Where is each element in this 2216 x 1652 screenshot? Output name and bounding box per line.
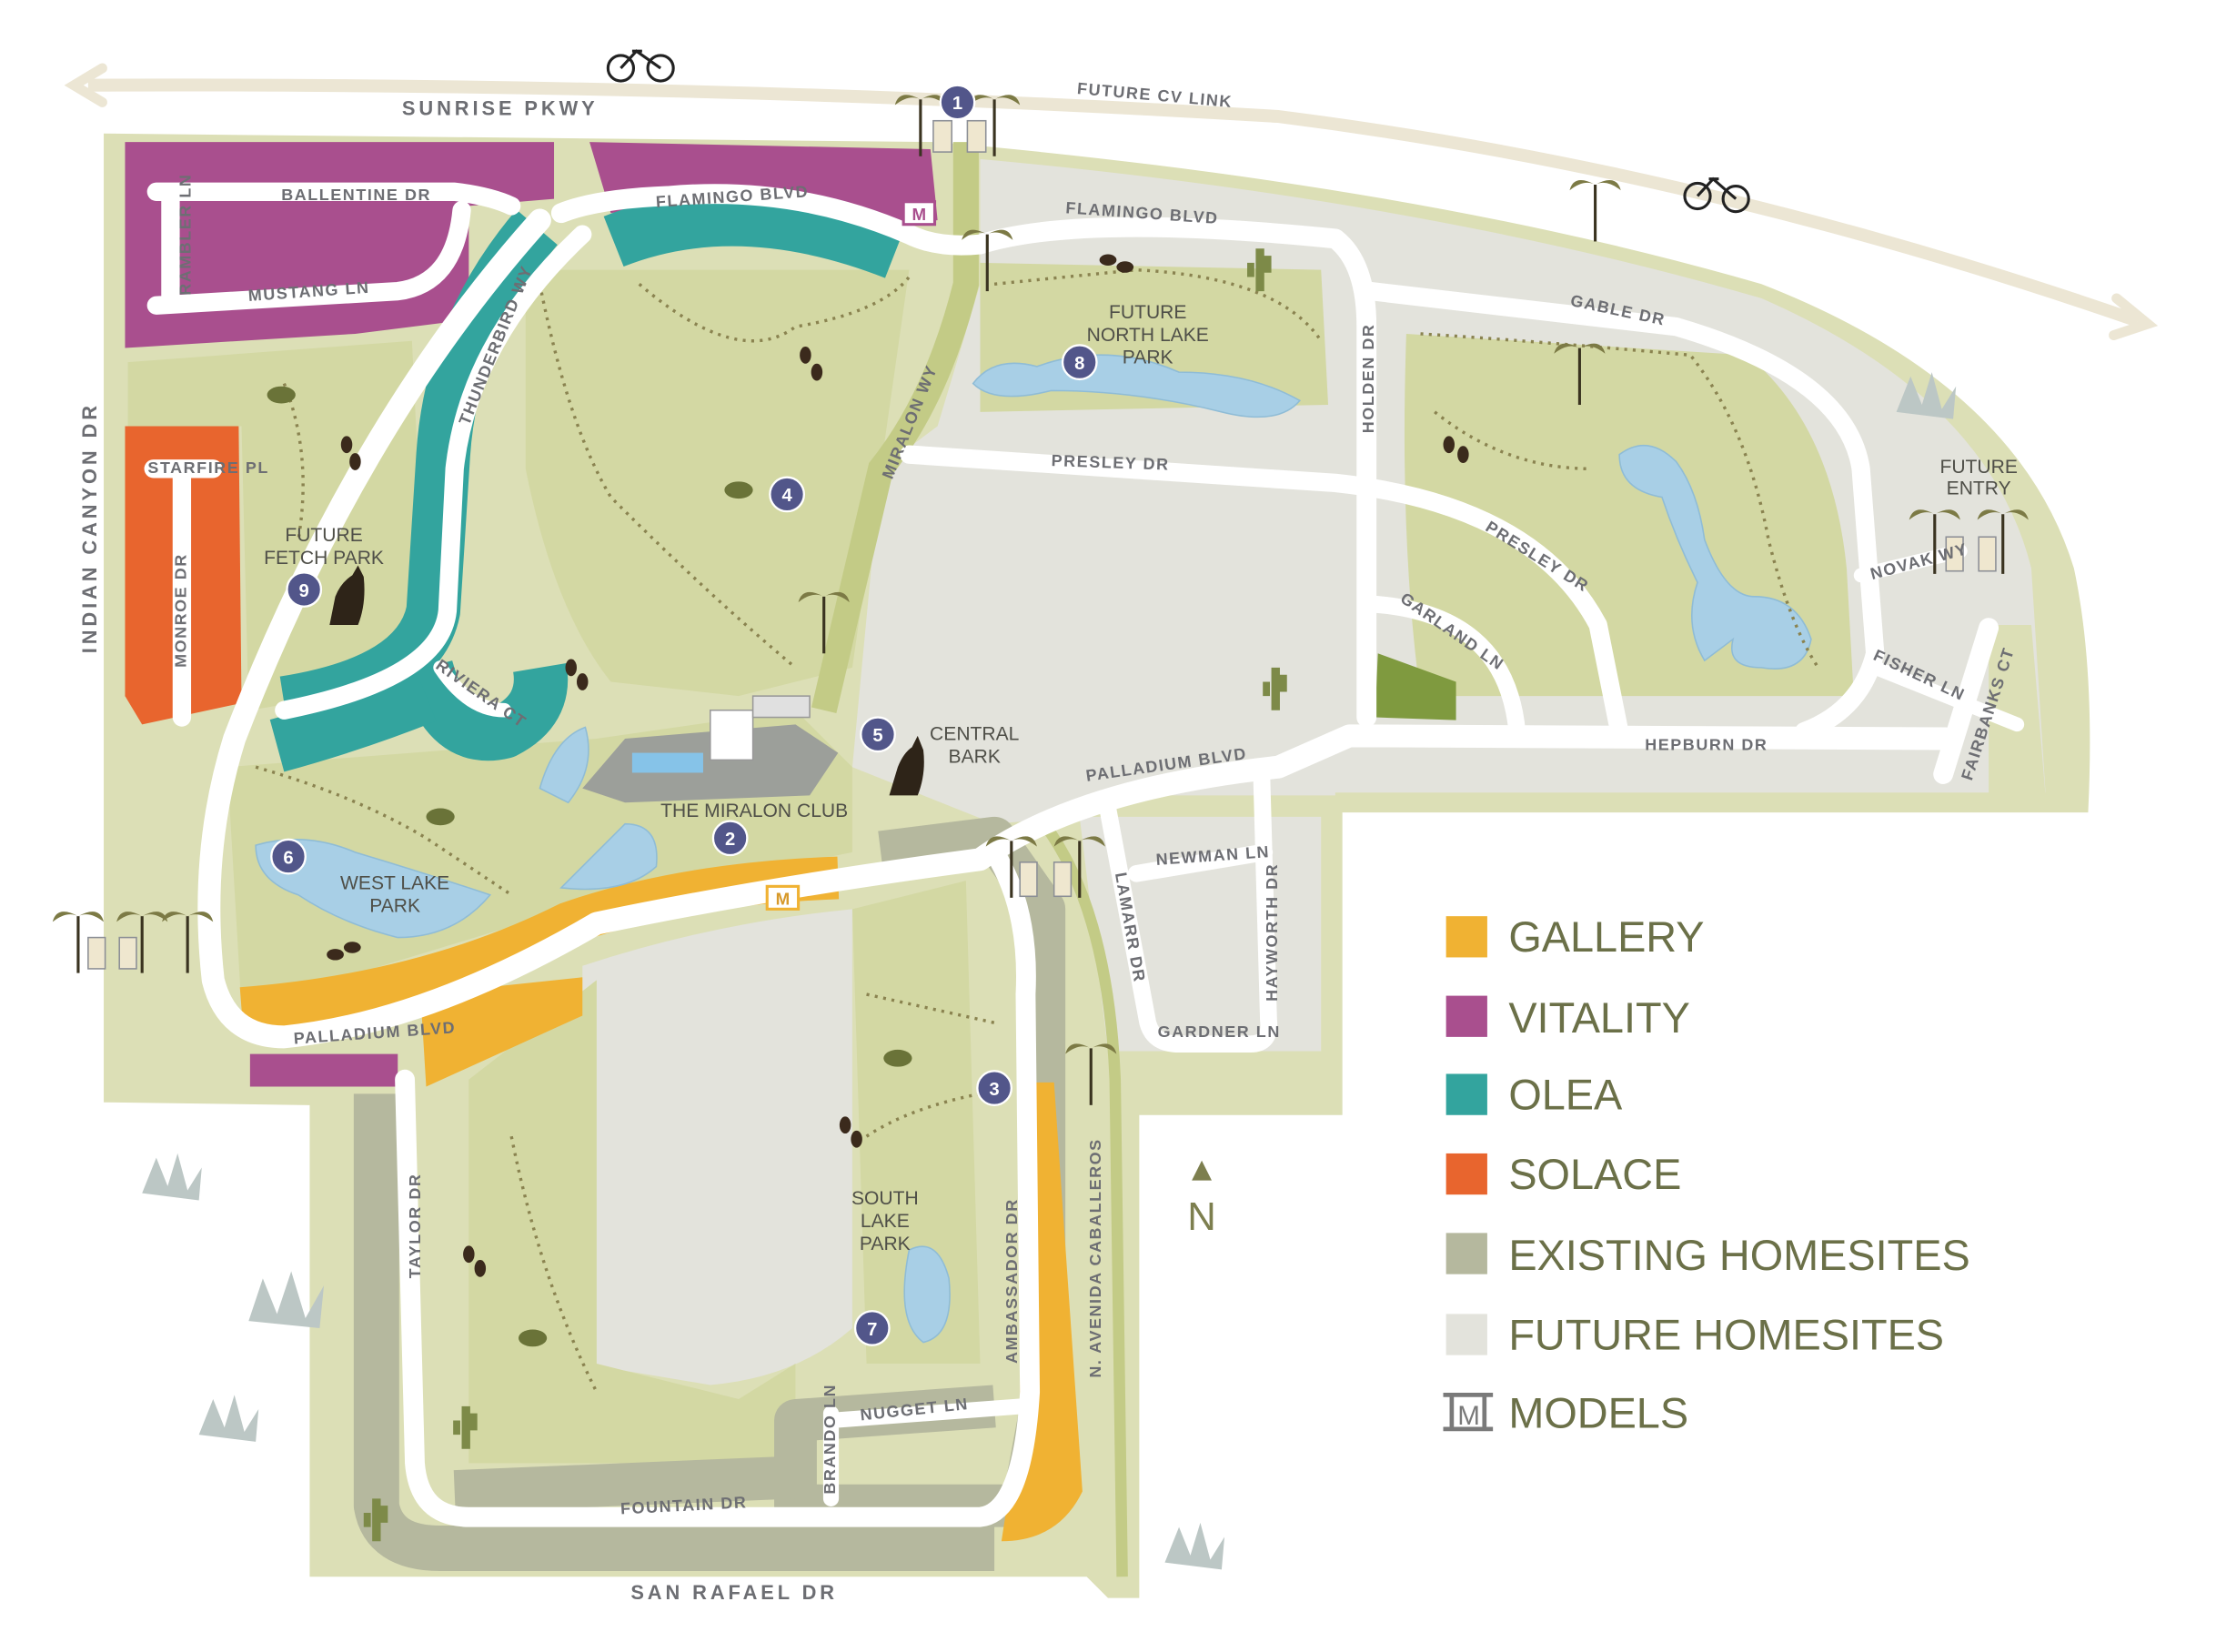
street-label: HEPBURN DR <box>1645 735 1768 753</box>
map-marker-8[interactable]: 8 <box>1061 344 1098 381</box>
svg-text:OLEA: OLEA <box>1508 1072 1623 1119</box>
south-lake-park-label: SOUTH <box>851 1188 919 1209</box>
palm-tree-icon <box>52 95 2029 1105</box>
lakes <box>255 354 1812 1344</box>
svg-text:M: M <box>912 205 927 224</box>
avenida-greenway <box>1039 820 1128 1577</box>
svg-text:7: 7 <box>867 1320 877 1340</box>
fetch-park-label: FETCH PARK <box>264 548 384 569</box>
svg-text:8: 8 <box>1074 354 1084 374</box>
street-label: MONROE DR <box>172 553 190 668</box>
olive-branch-icon <box>267 386 912 1347</box>
model-icon: M <box>1443 1393 1494 1432</box>
future-cv-link-path <box>64 63 2159 340</box>
street-label: TAYLOR DR <box>406 1174 424 1279</box>
svg-text:MODELS: MODELS <box>1508 1389 1688 1436</box>
svg-text:FUTURE HOMESITES: FUTURE HOMESITES <box>1508 1311 1944 1358</box>
street-label: HAYWORTH DR <box>1263 863 1281 1002</box>
map-marker-6[interactable]: 6 <box>270 838 307 875</box>
central-bark-label: CENTRAL <box>930 724 1020 745</box>
svg-text:4: 4 <box>781 486 792 506</box>
map-marker-9[interactable]: 9 <box>286 571 323 608</box>
north-arrow-icon <box>1192 1160 1212 1181</box>
fetch-park-label: FUTURE <box>285 525 362 546</box>
street-label: SAN RAFAEL DR <box>630 1581 838 1604</box>
svg-text:5: 5 <box>872 726 882 746</box>
map-markers: 1 2 3 4 5 6 7 8 9 <box>270 84 1098 1346</box>
svg-text:3: 3 <box>989 1080 999 1100</box>
map-marker-4[interactable]: 4 <box>769 476 806 513</box>
legend: GALLERY VITALITY OLEA SOLACE EXISTING HO… <box>1443 913 1970 1436</box>
map-marker-1[interactable]: 1 <box>939 84 976 121</box>
future-entry-label: ENTRY <box>1947 478 2011 499</box>
svg-text:EXISTING HOMESITES: EXISTING HOMESITES <box>1508 1232 1969 1279</box>
svg-text:M: M <box>776 890 791 909</box>
street-label: INDIAN CANYON DR <box>78 402 101 653</box>
footprints-icon <box>327 254 1469 1277</box>
dog-icon <box>329 565 924 796</box>
agave-icon <box>142 372 1957 1570</box>
place-labels: FUTURE NORTH LAKE PARK FUTURE FETCH PARK… <box>264 302 2018 1254</box>
legend-item-solace: SOLACE <box>1445 1151 1681 1198</box>
south-lake-park-label: LAKE <box>861 1211 910 1232</box>
miralon-greenway <box>811 142 979 713</box>
model-icon: M <box>902 200 937 227</box>
street-label: STARFIRE PL <box>147 458 268 477</box>
bicycle-icon <box>606 49 1750 214</box>
street-label: BRANDO LN <box>821 1384 839 1495</box>
model-icon: M <box>765 884 801 911</box>
north-lake-park-label: FUTURE <box>1109 302 1186 323</box>
svg-text:SOLACE: SOLACE <box>1508 1151 1681 1198</box>
roads <box>144 182 2025 1527</box>
future-entry-label: FUTURE <box>1939 457 2017 478</box>
south-lake-park-label: PARK <box>860 1234 911 1254</box>
street-label: BALLENTINE DR <box>281 186 431 204</box>
legend-item-existing-homesites: EXISTING HOMESITES <box>1445 1232 1970 1279</box>
north-arrow: N <box>1187 1160 1216 1239</box>
street-label: N. AVENIDA CABALLEROS <box>1086 1138 1104 1377</box>
miralon-club-label: THE MIRALON CLUB <box>660 801 848 821</box>
street-label: AMBASSADOR DR <box>1002 1198 1021 1364</box>
entry-gate-icon <box>87 119 1997 970</box>
svg-text:6: 6 <box>283 848 293 868</box>
street-label: SUNRISE PKWY <box>402 96 599 119</box>
svg-text:M: M <box>1457 1401 1480 1431</box>
legend-item-future-homesites: FUTURE HOMESITES <box>1445 1311 1944 1358</box>
central-bark-label: BARK <box>949 747 1001 768</box>
legend-item-models: M MODELS <box>1443 1389 1688 1436</box>
west-lake-park-label: PARK <box>369 895 420 916</box>
street-label: RAMBLER LN <box>176 174 194 296</box>
cactus-icon <box>363 248 1287 1542</box>
map-marker-7[interactable]: 7 <box>853 1310 891 1346</box>
legend-item-olea: OLEA <box>1445 1072 1623 1119</box>
svg-text:N: N <box>1187 1194 1216 1239</box>
svg-text:9: 9 <box>299 581 309 601</box>
svg-text:GALLERY: GALLERY <box>1508 913 1704 961</box>
north-lake-park-label: NORTH LAKE <box>1087 325 1209 346</box>
legend-item-vitality: VITALITY <box>1445 994 1690 1042</box>
map-marker-5[interactable]: 5 <box>860 716 896 753</box>
west-lake-park-label: WEST LAKE <box>340 872 449 893</box>
miralon-club-building <box>582 695 839 803</box>
street-label: PRESLEY DR <box>1051 451 1170 474</box>
map-marker-2[interactable]: 2 <box>711 820 749 857</box>
svg-text:VITALITY: VITALITY <box>1508 994 1689 1042</box>
svg-text:2: 2 <box>725 830 735 850</box>
north-lake-park-label: PARK <box>1123 348 1173 368</box>
street-label: GARDNER LN <box>1158 1022 1281 1041</box>
map-marker-3[interactable]: 3 <box>976 1070 1012 1107</box>
legend-item-gallery: GALLERY <box>1445 913 1705 961</box>
svg-text:1: 1 <box>952 94 962 114</box>
street-label: HOLDEN DR <box>1359 324 1377 434</box>
